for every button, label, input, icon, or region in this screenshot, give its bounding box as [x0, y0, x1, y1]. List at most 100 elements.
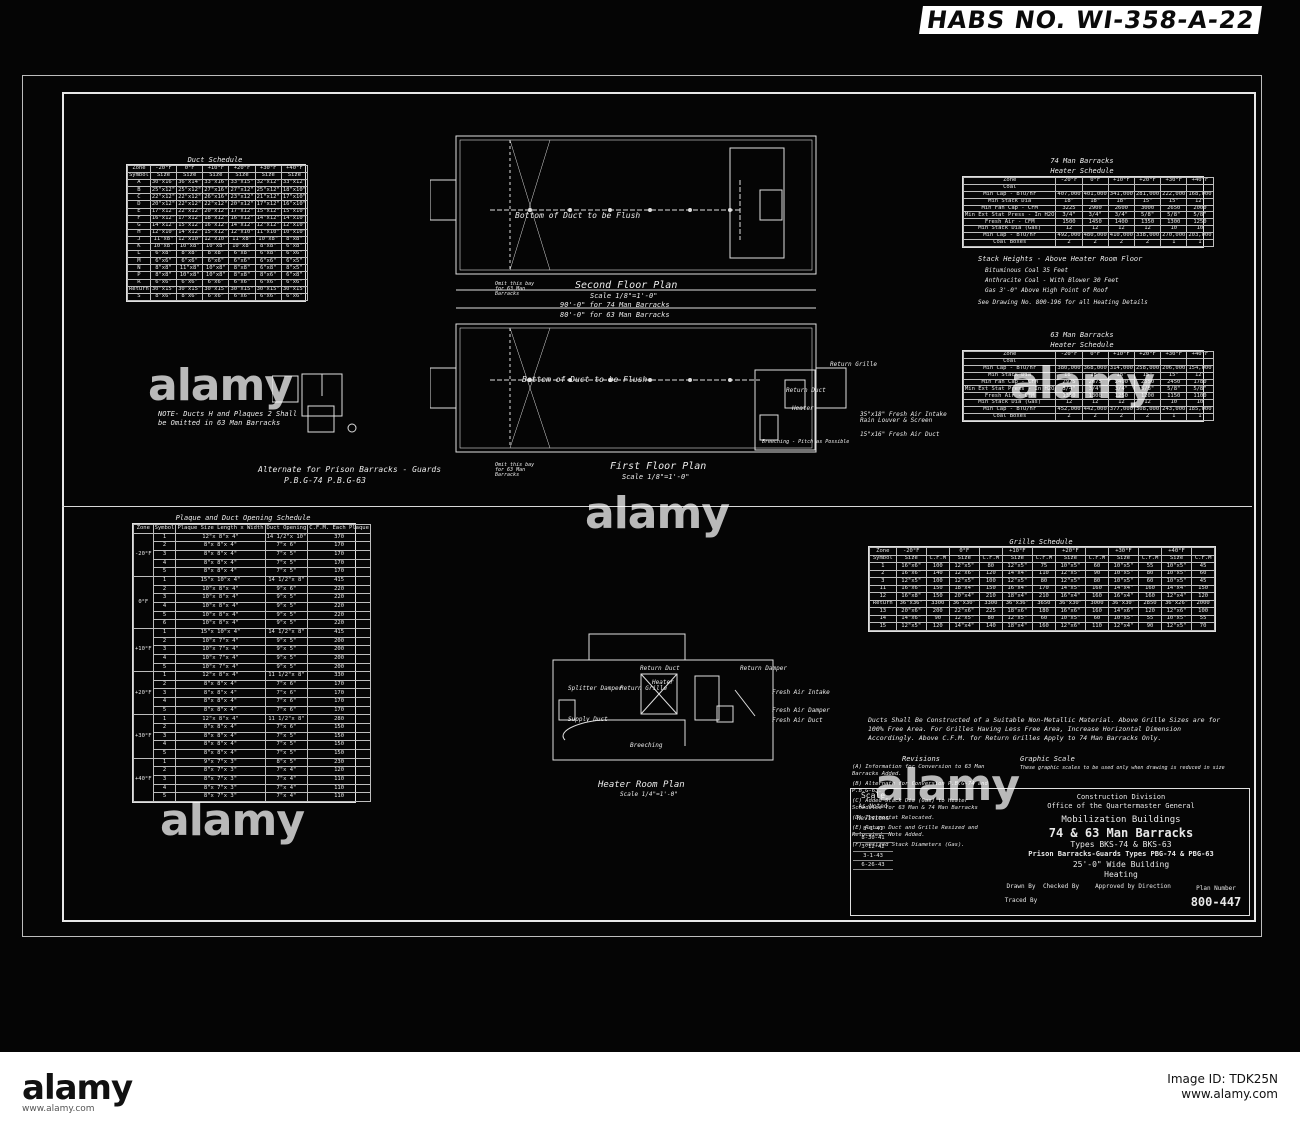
table-cell: 7"x 6" [264, 541, 309, 551]
table-cell: 10"x8" [176, 243, 204, 252]
table-cell: 222,000 [1160, 190, 1188, 199]
table-cell: 17"x12" [228, 207, 256, 216]
table-cell: Size [1160, 554, 1193, 564]
table-cell: 401,000 [1081, 190, 1109, 199]
table-cell: +20°F [228, 164, 256, 174]
title-line-6: Heating [1104, 870, 1138, 879]
table-cell: 80 [1138, 569, 1162, 579]
table-cell: 60 [1085, 562, 1109, 571]
table-cell: 12"x5" [1001, 614, 1034, 624]
table-cell: 100 [925, 562, 950, 571]
stack-line-3: Gas 3'-0" Above High Point of Roof [985, 287, 1108, 294]
table-cell: 225 [978, 607, 1003, 616]
table-cell: 120 [307, 766, 371, 777]
table-cell: +20°F [1133, 177, 1162, 185]
table-cell: 1 [152, 757, 177, 768]
table-cell: 15"x10" [280, 207, 309, 216]
table-cell: -20°F [1055, 177, 1083, 185]
table-cell: +40°F [280, 164, 309, 174]
revision-item: (E) Return Duct and Grille Resized and R… [852, 825, 978, 838]
table-cell: 8"x 8"x 4" [175, 749, 266, 759]
table-cell [978, 547, 1003, 556]
table-cell: 10"x5" [1160, 614, 1193, 624]
table-cell: 170 [307, 697, 371, 707]
table-cell: 6"x6" [202, 257, 230, 266]
table-cell: 1 [152, 627, 177, 638]
table-cell: 8"x 7"x 3" [175, 783, 266, 794]
table-cell: G [127, 221, 151, 230]
zone-cell: +10°F [133, 627, 154, 673]
table-cell: 3 [152, 688, 177, 699]
table-cell: 7"x 4" [264, 792, 309, 802]
table-cell: 150 [925, 592, 950, 601]
table-cell: 6"x6" [202, 292, 230, 302]
table-cell: 6"x8" [280, 243, 309, 252]
table-cell: 7"x 6" [264, 679, 309, 690]
table-cell: 5/8" [1186, 385, 1214, 394]
title-line-5: 25'-0" Wide Building [1072, 860, 1170, 869]
table-cell: 0°F [948, 547, 980, 556]
table-cell: 45 [1191, 562, 1215, 571]
table-cell: 10"x 8"x 4" [175, 601, 266, 612]
title-line-4: Prison Barracks-Guards Types PBG-74 & PB… [1028, 850, 1214, 858]
hr-label-splitter-damper: Splitter Damper [568, 685, 623, 692]
table-cell: 9"x 5" [264, 619, 309, 629]
table-cell: 5/8" [1186, 211, 1214, 220]
table-cell: 55 [1138, 562, 1162, 571]
table-cell: 10"x8" [202, 243, 230, 252]
table-cell: 15"x12" [254, 207, 282, 216]
table-cell: 160 [1085, 607, 1109, 616]
zone-cell: +40°F [133, 757, 154, 803]
table-cell: 170 [307, 567, 371, 577]
table-cell: 10 [1160, 399, 1188, 408]
table-cell: 5/8" [1160, 385, 1188, 394]
table-cell: 5 [152, 610, 177, 621]
table-cell: 60 [1191, 569, 1215, 579]
table-cell: 20"x4" [948, 592, 980, 601]
table-cell: 168,000 [1186, 190, 1214, 199]
table-cell: Min Stack Dia [962, 197, 1057, 206]
table-cell: 8"x 8"x 4" [175, 541, 266, 551]
table-cell: 12"x4" [1107, 622, 1140, 631]
table-cell: 8"x8" [149, 264, 178, 273]
table-cell: 1400 [1107, 218, 1135, 227]
table-cell: +30°F [1160, 177, 1188, 185]
table-cell: 2850 [1138, 599, 1162, 609]
table-cell: 12"x4" [1160, 592, 1193, 601]
table-cell: 341,000 [1107, 190, 1135, 199]
revision-item: (A) Information for Conversion to 63 Man… [852, 764, 985, 777]
table-cell: 22"x12" [149, 193, 178, 202]
table-cell: 160 [1085, 592, 1109, 601]
table-cell: 18"x12" [202, 214, 230, 223]
table-cell: 9"x 5" [264, 653, 309, 664]
table-cell: 8"x 8"x 4" [175, 740, 266, 751]
table-cell [1133, 183, 1162, 192]
table-cell [1138, 547, 1162, 556]
table-cell: 170 [1032, 584, 1056, 594]
table-cell: 7"x 5" [264, 740, 309, 751]
table-cell: 154,000 [1186, 364, 1214, 373]
table-cell: 338,000 [1133, 232, 1162, 241]
table-cell: 2 [1133, 413, 1162, 421]
table-cell: 10"x8" [176, 271, 204, 280]
table-cell: C.F.M [1191, 554, 1215, 564]
table-cell: 10 [1186, 225, 1214, 234]
table-cell: 6"x6" [280, 278, 309, 287]
table-cell: 110 [307, 783, 371, 794]
table-cell: 1 [152, 532, 177, 543]
table-cell: 8"x8" [202, 250, 230, 259]
